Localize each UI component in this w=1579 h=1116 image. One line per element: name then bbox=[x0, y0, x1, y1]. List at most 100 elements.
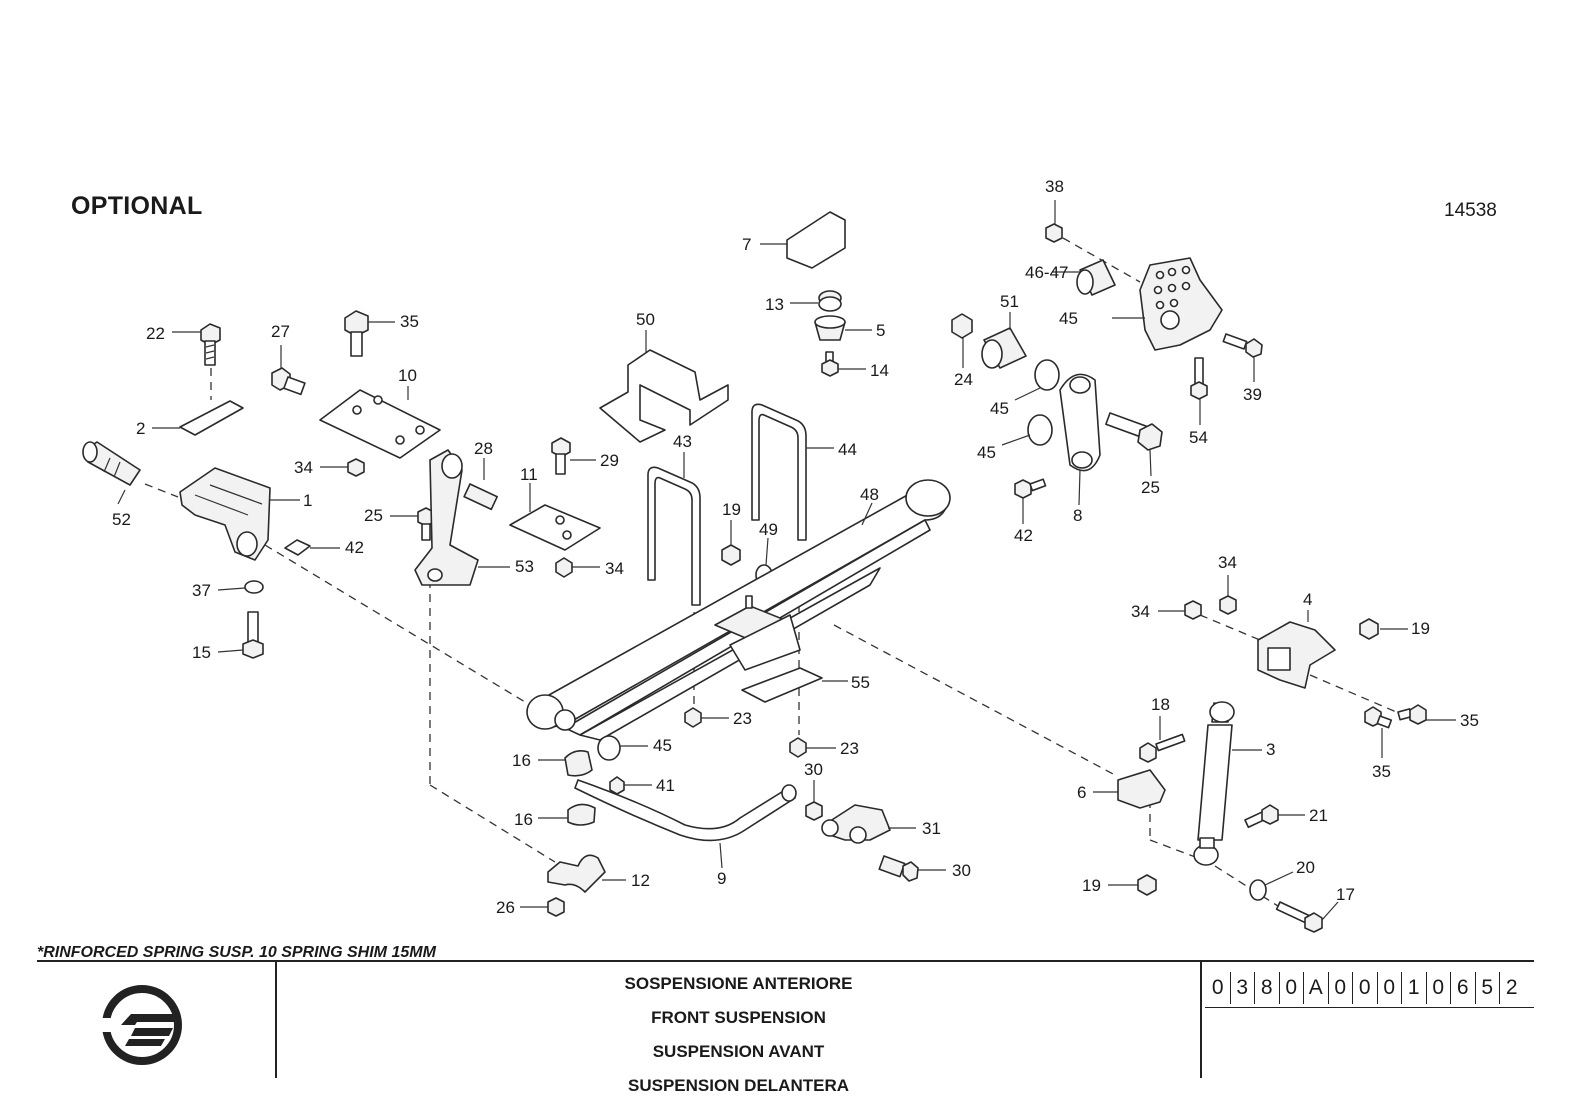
callout-label: 28 bbox=[474, 439, 493, 458]
callout-label: 4 bbox=[1303, 590, 1312, 609]
callout-label: 19 bbox=[1082, 876, 1101, 895]
part-bracket-7 bbox=[786, 211, 846, 269]
code-digit: 0 bbox=[1206, 972, 1231, 1004]
callout-label: 16 bbox=[514, 810, 533, 829]
part-u-bolt-44 bbox=[751, 403, 807, 541]
part-bolt-17 bbox=[1275, 901, 1323, 933]
callout-label: 54 bbox=[1189, 428, 1208, 447]
part-bolt-15 bbox=[242, 611, 264, 659]
part-nut-34c bbox=[1219, 595, 1237, 615]
part-stabilizer-bar-9 bbox=[574, 779, 796, 842]
part-square-nut-37 bbox=[284, 539, 311, 556]
part-bracket-11 bbox=[509, 504, 601, 551]
title-block: SOSPENSIONE ANTERIORE FRONT SUSPENSION S… bbox=[37, 960, 1534, 1116]
callout-label: 13 bbox=[765, 295, 784, 314]
part-nut-38 bbox=[1045, 223, 1063, 243]
part-nut-23b bbox=[789, 737, 807, 758]
part-bracket-46-47 bbox=[1139, 257, 1223, 351]
callout-label: 26 bbox=[496, 898, 515, 917]
callout-label: 37 bbox=[192, 581, 211, 600]
part-bump-5 bbox=[814, 315, 846, 341]
part-bracket-51 bbox=[599, 349, 729, 443]
part-plate-10 bbox=[319, 389, 441, 459]
callout-label: 39 bbox=[1243, 385, 1262, 404]
title-block-divider bbox=[1200, 960, 1202, 1078]
callout-labels: 22 2 52 1 42 37 15 27 35 10 34 25 53 28 … bbox=[112, 177, 1479, 917]
callout-label: 21 bbox=[1309, 806, 1328, 825]
description-english: FRONT SUSPENSION bbox=[651, 1008, 826, 1027]
callout-label: 7 bbox=[742, 235, 751, 254]
part-u-bolt-43 bbox=[647, 466, 701, 606]
callout-label: 10 bbox=[398, 366, 417, 385]
part-nut-19c bbox=[1137, 874, 1157, 896]
callout-label: 46-47 bbox=[1025, 263, 1068, 282]
callout-label: 23 bbox=[733, 709, 752, 728]
callout-label: 45 bbox=[653, 736, 672, 755]
callout-label: 20 bbox=[1296, 858, 1315, 877]
callout-label: 45 bbox=[1059, 309, 1078, 328]
callout-label: 17 bbox=[1336, 885, 1355, 904]
callout-label: 9 bbox=[717, 869, 726, 888]
part-description: SOSPENSIONE ANTERIORE FRONT SUSPENSION S… bbox=[277, 972, 1200, 1108]
callout-label: 14 bbox=[870, 361, 889, 380]
code-digit: 0 bbox=[1329, 972, 1353, 1004]
callout-label: 52 bbox=[112, 510, 131, 529]
part-washer-45b bbox=[1027, 414, 1053, 446]
company-logo-icon bbox=[101, 985, 182, 1065]
callout-label: 31 bbox=[922, 819, 941, 838]
callout-label: 16 bbox=[512, 751, 531, 770]
part-shock-absorber-3 bbox=[1193, 701, 1235, 866]
callout-label: 3 bbox=[1266, 740, 1275, 759]
part-screw-41 bbox=[609, 776, 625, 795]
part-shim-56 bbox=[741, 667, 823, 703]
callout-label: 30 bbox=[804, 760, 823, 779]
callout-label: 53 bbox=[515, 557, 534, 576]
code-digit: 0 bbox=[1427, 972, 1451, 1004]
part-pin-26 bbox=[878, 855, 919, 882]
callout-label: 18 bbox=[1151, 695, 1170, 714]
part-nut-23 bbox=[684, 707, 702, 728]
callout-label: 2 bbox=[136, 419, 145, 438]
part-washer-45 bbox=[1034, 359, 1060, 391]
callout-label: 34 bbox=[605, 559, 624, 578]
callout-label: 42 bbox=[1014, 526, 1033, 545]
callout-label: 45 bbox=[977, 443, 996, 462]
callout-label: 34 bbox=[294, 458, 313, 477]
description-italian: SOSPENSIONE ANTERIORE bbox=[624, 974, 853, 993]
part-nut-34 bbox=[347, 458, 365, 477]
code-digit: 0 bbox=[1378, 972, 1402, 1004]
part-bolt-55 bbox=[1190, 357, 1208, 400]
part-bracket-6 bbox=[1117, 769, 1166, 809]
callout-label: 34 bbox=[1218, 553, 1237, 572]
part-bushing-16 bbox=[564, 750, 593, 777]
callout-label: 23 bbox=[840, 739, 859, 758]
part-bushing-16b bbox=[567, 803, 596, 826]
part-link-27 bbox=[821, 804, 891, 844]
part-screw-14 bbox=[821, 351, 839, 377]
leader-lines bbox=[117, 200, 1456, 921]
callout-label: 35 bbox=[400, 312, 419, 331]
title-block-border bbox=[37, 960, 1534, 962]
callout-label: 51 bbox=[1000, 292, 1019, 311]
code-digit: 6 bbox=[1451, 972, 1476, 1004]
callout-label: 11 bbox=[520, 465, 538, 484]
callout-label: 22 bbox=[146, 324, 165, 343]
callout-label: 45 bbox=[990, 399, 1009, 418]
part-bolt-35b bbox=[1364, 706, 1393, 729]
part-link-8 bbox=[1059, 373, 1101, 472]
callout-label: 27 bbox=[271, 322, 290, 341]
part-washer-45c bbox=[597, 735, 621, 761]
part-bracket-1 bbox=[179, 467, 271, 561]
part-bolt-22 bbox=[200, 323, 221, 366]
callout-label: 6 bbox=[1077, 783, 1086, 802]
part-screw-42 bbox=[1014, 478, 1047, 499]
callout-label: 1 bbox=[303, 491, 312, 510]
callout-label: 55 bbox=[851, 673, 870, 692]
callout-label: 25 bbox=[1141, 478, 1160, 497]
callout-label: 15 bbox=[192, 643, 211, 662]
part-bolt-31 bbox=[271, 367, 306, 396]
part-bolt-18 bbox=[1139, 733, 1186, 763]
part-bracket-4 bbox=[1257, 621, 1336, 689]
callout-label: 49 bbox=[759, 520, 778, 539]
callout-label: 44 bbox=[838, 440, 857, 459]
